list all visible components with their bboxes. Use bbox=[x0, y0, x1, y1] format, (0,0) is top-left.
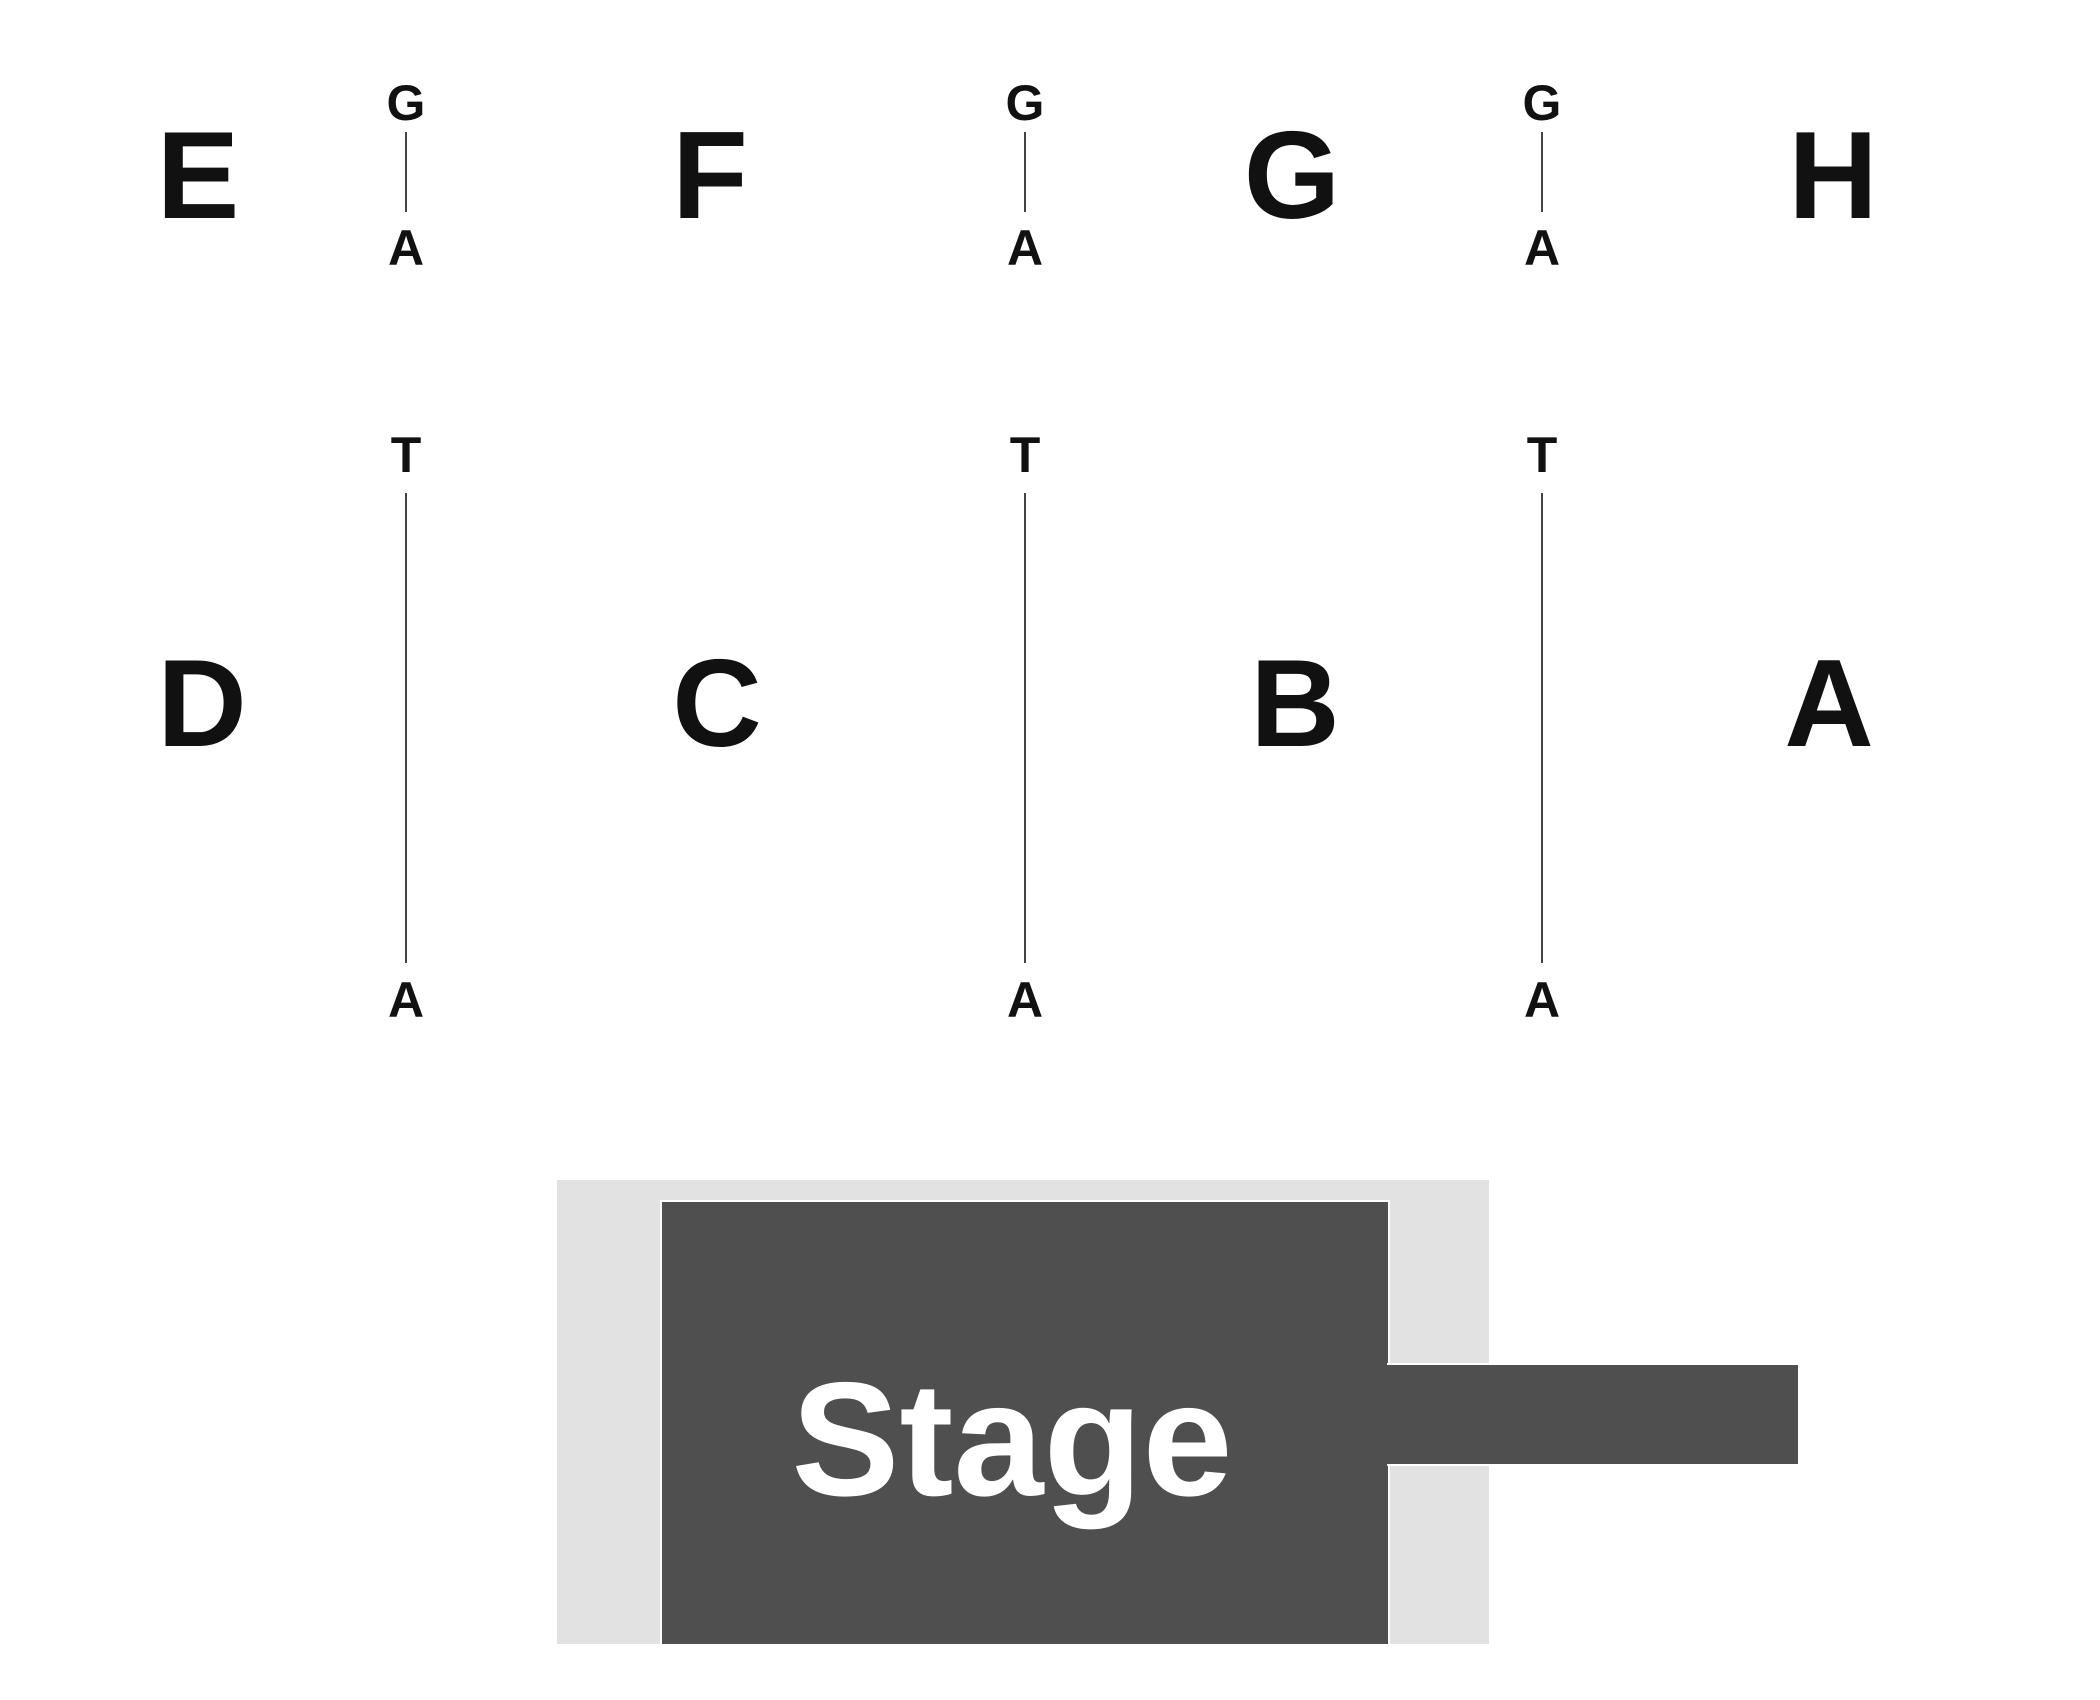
stage bbox=[660, 1200, 1390, 1644]
aisle-3-top-line bbox=[1541, 132, 1543, 212]
aisle-2-top-line bbox=[1024, 132, 1026, 212]
section-h[interactable]: H bbox=[1788, 107, 1878, 245]
aisle-1-top-line bbox=[405, 132, 407, 212]
stage-label: Stage bbox=[791, 1349, 1233, 1530]
section-g[interactable]: G bbox=[1243, 107, 1341, 245]
aisle-3-top-bottom-label: A bbox=[1523, 220, 1561, 276]
aisle-3-top-label: G bbox=[1522, 75, 1562, 131]
aisle-2-top-bottom-label: A bbox=[1006, 220, 1044, 276]
aisle-3-bottom-bottom-label: A bbox=[1523, 972, 1561, 1028]
aisle-2-bottom-label: T bbox=[1009, 427, 1041, 483]
aisle-1-bottom-line bbox=[405, 493, 407, 963]
section-f[interactable]: F bbox=[672, 107, 748, 245]
aisle-1-bottom-bottom-label: A bbox=[387, 972, 425, 1028]
aisle-1-top-bottom-label: A bbox=[387, 220, 425, 276]
section-d[interactable]: D bbox=[157, 635, 247, 773]
stage-runway bbox=[1387, 1363, 1798, 1466]
aisle-2-top-label: G bbox=[1005, 75, 1045, 131]
aisle-2-bottom-bottom-label: A bbox=[1006, 972, 1044, 1028]
aisle-3-bottom-label: T bbox=[1526, 427, 1558, 483]
aisle-1-top-label: G bbox=[386, 75, 426, 131]
aisle-1-bottom-label: T bbox=[390, 427, 422, 483]
aisle-2-bottom-line bbox=[1024, 493, 1026, 963]
section-c[interactable]: C bbox=[672, 635, 762, 773]
section-e[interactable]: E bbox=[156, 107, 240, 245]
section-a[interactable]: A bbox=[1784, 635, 1874, 773]
aisle-3-bottom-line bbox=[1541, 493, 1543, 963]
section-b[interactable]: B bbox=[1250, 635, 1340, 773]
